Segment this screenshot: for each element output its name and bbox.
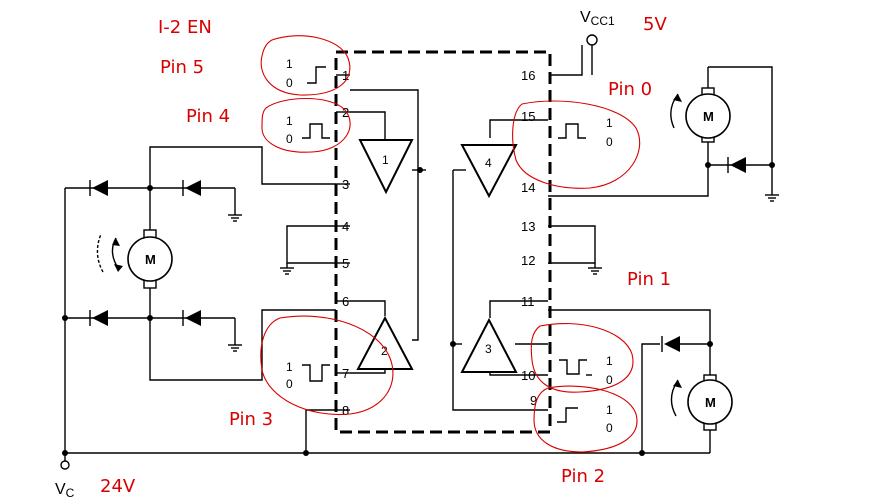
pin-12-label: 12: [521, 253, 535, 268]
left-motor-label: M: [145, 252, 156, 267]
pin-7-label: 7: [342, 366, 349, 381]
svg-text:0: 0: [606, 135, 613, 149]
svg-text:0: 0: [606, 421, 613, 435]
pin2-waveform: 1 0: [286, 114, 330, 146]
pin-9-label: 9: [530, 393, 537, 408]
svg-text:1: 1: [606, 354, 613, 368]
pin-6-label: 6: [342, 294, 349, 309]
pin0-annotation: Pin 0: [608, 79, 652, 100]
buffer-1-triangle: [358, 139, 414, 195]
svg-text:1: 1: [286, 360, 293, 374]
vc-supply: [60, 450, 710, 470]
svg-text:0: 0: [286, 132, 293, 146]
pin1-waveform: 1 0: [286, 57, 326, 90]
svg-text:0: 0: [286, 76, 293, 90]
svg-text:1: 1: [286, 114, 293, 128]
svg-text:0: 0: [286, 377, 293, 391]
l293d-chip-outline: [334, 50, 552, 434]
vcc1-terminal: [586, 34, 598, 46]
buffer-1-label: 1: [382, 153, 389, 167]
pin7-waveform: 1 0: [286, 360, 330, 391]
left-diode-bridge: [62, 180, 242, 453]
en12-annotation: I-2 EN: [158, 17, 212, 38]
buffer-2-label: 2: [381, 344, 388, 358]
vcc1-label: VCC1: [580, 9, 615, 28]
right-external-wiring: [548, 66, 779, 453]
pin-2-label: 2: [342, 105, 349, 120]
pin2-annotation: Pin 2: [561, 466, 605, 487]
pin-15-label: 15: [521, 109, 535, 124]
hand-drawn-circles: [260, 35, 641, 453]
5v-annotation: 5V: [643, 14, 667, 35]
right-bottom-motor: M: [670, 374, 733, 431]
pin3-annotation: Pin 3: [229, 409, 273, 430]
pin10-waveform: 1 0: [559, 354, 613, 387]
vc-label: VC: [55, 481, 75, 498]
right-top-motor: M: [670, 87, 731, 143]
ground-symbol: [280, 263, 294, 275]
right-pin-numbers: 16 15 14 13 12 11 10 9: [521, 68, 537, 408]
pin-3-label: 3: [342, 177, 349, 192]
pin1-annotation: Pin 1: [627, 269, 671, 290]
left-pin-stubs: [336, 74, 350, 411]
buffer-2-triangle: [356, 315, 414, 370]
svg-text:1: 1: [286, 57, 293, 71]
buffer-3-triangle: [460, 317, 518, 373]
pin-16-label: 16: [521, 68, 535, 83]
svg-text:1: 1: [606, 403, 613, 417]
24v-annotation: 24V: [100, 476, 136, 497]
pin4-annotation: Pin 4: [186, 106, 230, 127]
pin5-annotation: Pin 5: [160, 57, 204, 78]
left-external-wiring: [149, 146, 336, 453]
pin-5-label: 5: [342, 256, 349, 271]
buffer-4-triangle: [460, 144, 518, 199]
buffer-4-label: 4: [485, 156, 492, 170]
junction: [450, 341, 456, 347]
svg-text:1: 1: [606, 116, 613, 130]
pin-1-label: 1: [342, 68, 349, 83]
internal-wiring: [350, 45, 583, 411]
pin-4-label: 4: [342, 219, 349, 234]
pin-13-label: 13: [521, 219, 535, 234]
pin-8-label: 8: [342, 403, 349, 418]
junction: [417, 167, 423, 173]
buffer-3-label: 3: [485, 342, 492, 356]
right-bottom-motor-label: M: [705, 395, 716, 410]
left-pin-numbers: 1 2 3 4 5 6 7 8: [342, 68, 349, 418]
right-top-motor-label: M: [703, 109, 714, 124]
pin9-waveform: 1 0: [557, 403, 613, 435]
svg-text:0: 0: [606, 373, 613, 387]
pin-14-label: 14: [521, 180, 535, 195]
pin15-waveform: 1 0: [558, 116, 613, 149]
left-motor: M: [96, 229, 173, 289]
